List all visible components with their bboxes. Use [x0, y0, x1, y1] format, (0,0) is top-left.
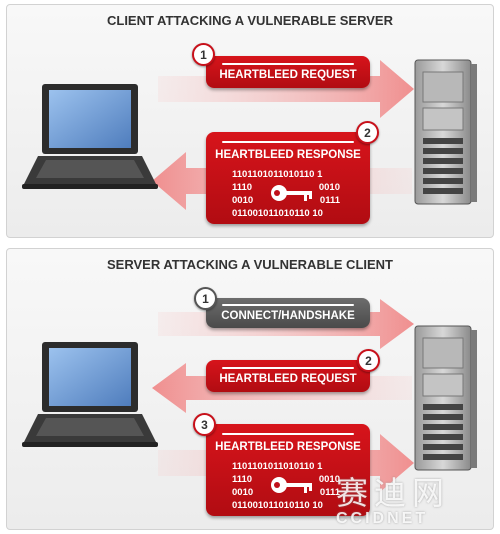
server-icon	[414, 325, 477, 471]
request-arrow	[158, 60, 414, 118]
binary-row: 011001011010110 10	[232, 500, 323, 511]
binary-right-1: 0010	[318, 182, 340, 193]
binary-left-1: 1110	[232, 182, 253, 193]
request-label: HEARTBLEED REQUEST	[219, 373, 357, 385]
handshake-label: CONNECT/HANDSHAKE	[221, 310, 355, 322]
heartbleed-request-box: HEARTBLEED REQUEST	[206, 56, 370, 88]
step-badge: 2	[356, 121, 379, 144]
binary-left-2: 0010	[232, 195, 254, 206]
step-badge: 1	[192, 43, 215, 66]
binary-right-2: 0111	[319, 487, 340, 498]
request-label: HEARTBLEED REQUEST	[219, 69, 357, 81]
laptop-icon	[22, 84, 158, 189]
panel-title: CLIENT ATTACKING A VULNERABLE SERVER	[106, 13, 393, 28]
step-badge: 1	[194, 287, 217, 310]
watermark-en: CCIDNET	[336, 510, 429, 527]
laptop-icon	[22, 342, 158, 447]
panel-title: SERVER ATTACKING A VULNERABLE CLIENT	[106, 257, 393, 272]
server-icon	[414, 59, 477, 205]
key-icon	[271, 477, 312, 493]
binary-left-1: 1110	[232, 474, 253, 485]
key-icon	[271, 185, 312, 201]
heartbleed-response-box: HEARTBLEED RESPONSE 1101101011010110 1 1…	[206, 424, 370, 516]
connect-handshake-box: CONNECT/HANDSHAKE	[206, 298, 370, 328]
step-badge: 3	[193, 413, 216, 436]
heartbleed-response-box: HEARTBLEED RESPONSE 1101101011010110 1 1…	[206, 132, 370, 224]
binary-left-2: 0010	[232, 487, 254, 498]
response-label: HEARTBLEED RESPONSE	[215, 441, 361, 453]
watermark-cn: 赛迪网	[336, 474, 451, 512]
binary-row: 1101101011010110 1	[232, 461, 323, 472]
step-badge: 2	[357, 349, 380, 372]
binary-right-1: 0010	[318, 474, 340, 485]
binary-row: 011001011010110 10	[232, 208, 323, 219]
watermark: 赛迪网 CCIDNET	[336, 468, 450, 528]
binary-row: 1101101011010110 1	[232, 169, 323, 180]
response-label: HEARTBLEED RESPONSE	[215, 149, 361, 161]
binary-right-2: 0111	[319, 195, 340, 206]
heartbleed-request-box: HEARTBLEED REQUEST	[206, 360, 370, 392]
